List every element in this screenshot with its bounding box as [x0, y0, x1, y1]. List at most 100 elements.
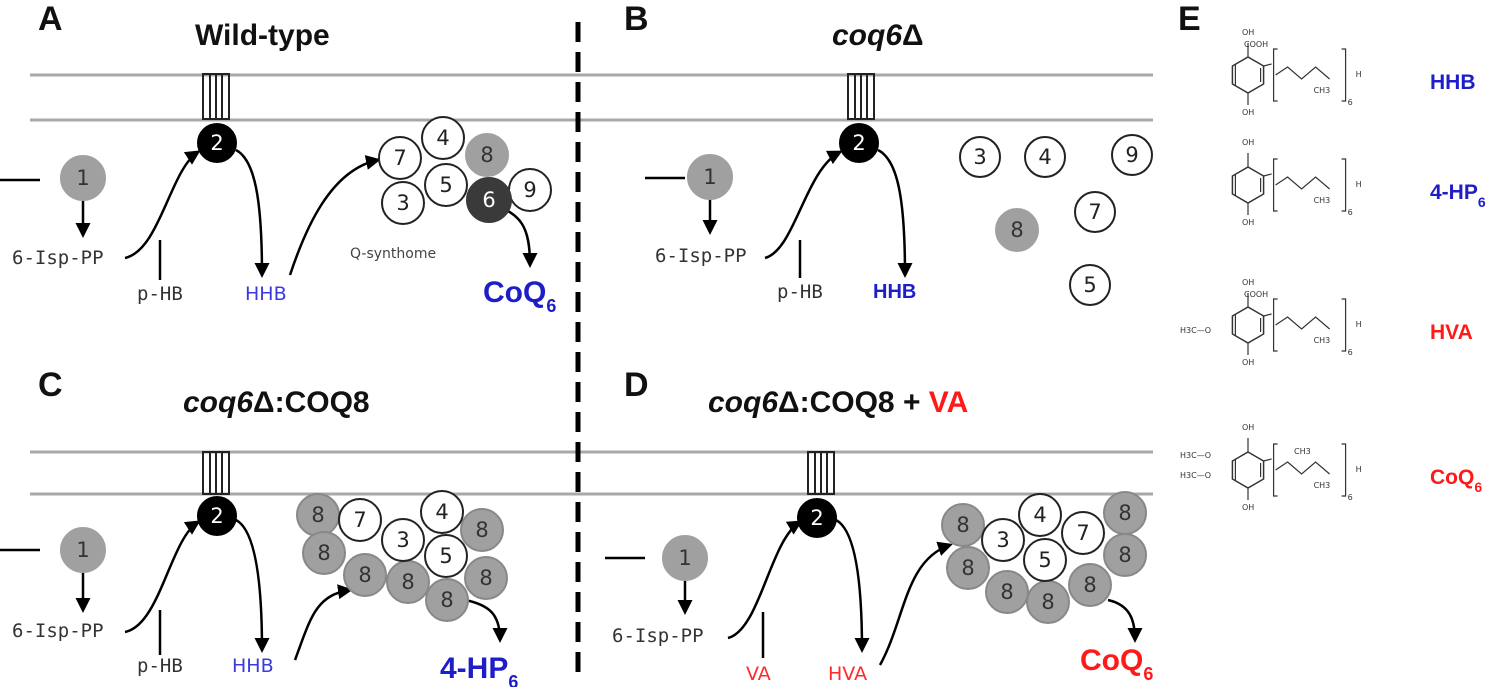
product-b-hhb: HHB [873, 281, 916, 303]
channel-b [847, 73, 875, 120]
channel-a [202, 73, 230, 120]
arrow-d-q-to-coq [1107, 598, 1143, 643]
svg-text:4: 4 [1038, 145, 1051, 169]
atom-oh-bottom-0: OH [1242, 108, 1254, 117]
svg-text:2: 2 [210, 504, 223, 528]
atom-n-1: 6 [1348, 208, 1353, 217]
structure-ring-1 [1231, 166, 1265, 204]
panel-title-c: coq6Δ:COQ8 [183, 386, 370, 419]
atom-cooh-0: COOH [1244, 40, 1268, 49]
svg-text:8: 8 [479, 566, 492, 590]
enzyme-d-7: 7 [1061, 511, 1105, 555]
enzyme-c-8f: 8 [464, 556, 508, 600]
enzyme-a-2: 2 [197, 123, 237, 163]
svg-text:6: 6 [482, 188, 495, 212]
svg-text:1: 1 [703, 165, 716, 189]
arrow-a-hhb-to-q [288, 155, 381, 276]
structure-name-0: HHB [1430, 71, 1476, 94]
enzyme-b-9: 9 [1111, 134, 1153, 176]
enzyme-b-4: 4 [1024, 136, 1066, 178]
svg-text:8: 8 [1010, 218, 1023, 242]
panel-letter-b: B [624, 0, 649, 38]
atom-h-3: H [1356, 465, 1362, 474]
atom-oh-top-3: OH [1242, 423, 1254, 432]
structure-ring-3 [1231, 451, 1265, 489]
atom-ch3-tail-1: CH3 [1314, 196, 1331, 205]
svg-text:8: 8 [1118, 501, 1131, 525]
svg-text:2: 2 [210, 131, 223, 155]
product-c-4hp: 4-HP6 [440, 652, 518, 687]
svg-text:5: 5 [439, 544, 452, 568]
enzyme-d-2: 2 [797, 498, 837, 538]
enzyme-c-8a: 8 [296, 493, 340, 537]
enzyme-c-4: 4 [420, 490, 464, 534]
enzyme-d-8c: 8 [985, 570, 1029, 614]
enzyme-d-8d: 8 [1026, 580, 1070, 624]
svg-text:8: 8 [401, 570, 414, 594]
enzyme-d-8f: 8 [1103, 533, 1147, 577]
svg-text:1: 1 [76, 166, 89, 190]
arrow-b-2-to-hhb [877, 148, 913, 278]
atom-h-0: H [1356, 70, 1362, 79]
enzyme-b-2: 2 [839, 123, 879, 163]
structure-ring-0 [1231, 56, 1265, 94]
enzyme-c-8d: 8 [386, 560, 430, 604]
enzyme-a-5: 5 [424, 163, 468, 207]
enzyme-c-1: 1 [60, 527, 106, 573]
svg-text:8: 8 [1083, 573, 1096, 597]
channel-c [202, 451, 230, 495]
enzyme-a-9: 9 [508, 168, 552, 212]
svg-text:7: 7 [353, 508, 366, 532]
atom-ch3-tail-2: CH3 [1314, 336, 1331, 345]
atom-h-2: H [1356, 320, 1362, 329]
structure-name-3: CoQ6 [1430, 466, 1482, 495]
atom-h-1: H [1356, 180, 1362, 189]
label-a-phb: p-HB [137, 283, 183, 305]
svg-text:7: 7 [1088, 200, 1101, 224]
svg-text:5: 5 [1083, 273, 1096, 297]
enzyme-a-4: 4 [421, 116, 465, 160]
arrow-d-isp-to-2 [727, 520, 803, 640]
svg-text:8: 8 [440, 588, 453, 612]
label-d-va: VA [746, 663, 771, 685]
label-a-hhb: HHB [245, 283, 287, 305]
arrow-d-hva-to-q [878, 541, 953, 666]
svg-text:8: 8 [1000, 580, 1013, 604]
label-b-phb: p-HB [777, 281, 823, 303]
svg-text:5: 5 [1038, 548, 1051, 572]
svg-text:9: 9 [1125, 143, 1138, 167]
svg-text:7: 7 [393, 146, 406, 170]
enzyme-d-8a: 8 [941, 503, 985, 547]
atom-oh-bottom-3: OH [1242, 503, 1254, 512]
svg-text:2: 2 [810, 506, 823, 530]
svg-text:3: 3 [396, 528, 409, 552]
enzyme-c-7: 7 [338, 498, 382, 542]
panel-letter-a: A [38, 0, 63, 38]
svg-text:8: 8 [311, 503, 324, 527]
label-c-hhb: HHB [232, 655, 274, 677]
svg-text:3: 3 [973, 145, 986, 169]
atom-oh-bottom-1: OH [1242, 218, 1254, 227]
enzyme-c-8g: 8 [460, 508, 504, 552]
svg-text:8: 8 [1118, 543, 1131, 567]
enzyme-a-6: 6 [466, 177, 512, 223]
enzyme-a-8: 8 [465, 133, 509, 177]
arrow-c-2-to-hhb [235, 518, 270, 653]
product-d-coq: CoQ6 [1080, 644, 1153, 684]
svg-text:4: 4 [435, 500, 448, 524]
label-d-hva: HVA [828, 663, 867, 685]
atom-cooh-2: COOH [1244, 290, 1268, 299]
atom-ch3-tail-0: CH3 [1314, 86, 1331, 95]
arrow-a-isp-to-2 [124, 150, 201, 260]
atom-oh-top-2: OH [1242, 278, 1254, 287]
svg-text:2: 2 [852, 131, 865, 155]
svg-text:7: 7 [1076, 521, 1089, 545]
svg-text:9: 9 [523, 178, 536, 202]
atom-h3co-3: H3C—O [1180, 471, 1211, 480]
product-a-coq: CoQ6 [483, 276, 556, 316]
panel-title-d: coq6Δ:COQ8 + VA [708, 386, 968, 419]
enzyme-c-3: 3 [381, 518, 425, 562]
enzyme-d-5: 5 [1023, 538, 1067, 582]
